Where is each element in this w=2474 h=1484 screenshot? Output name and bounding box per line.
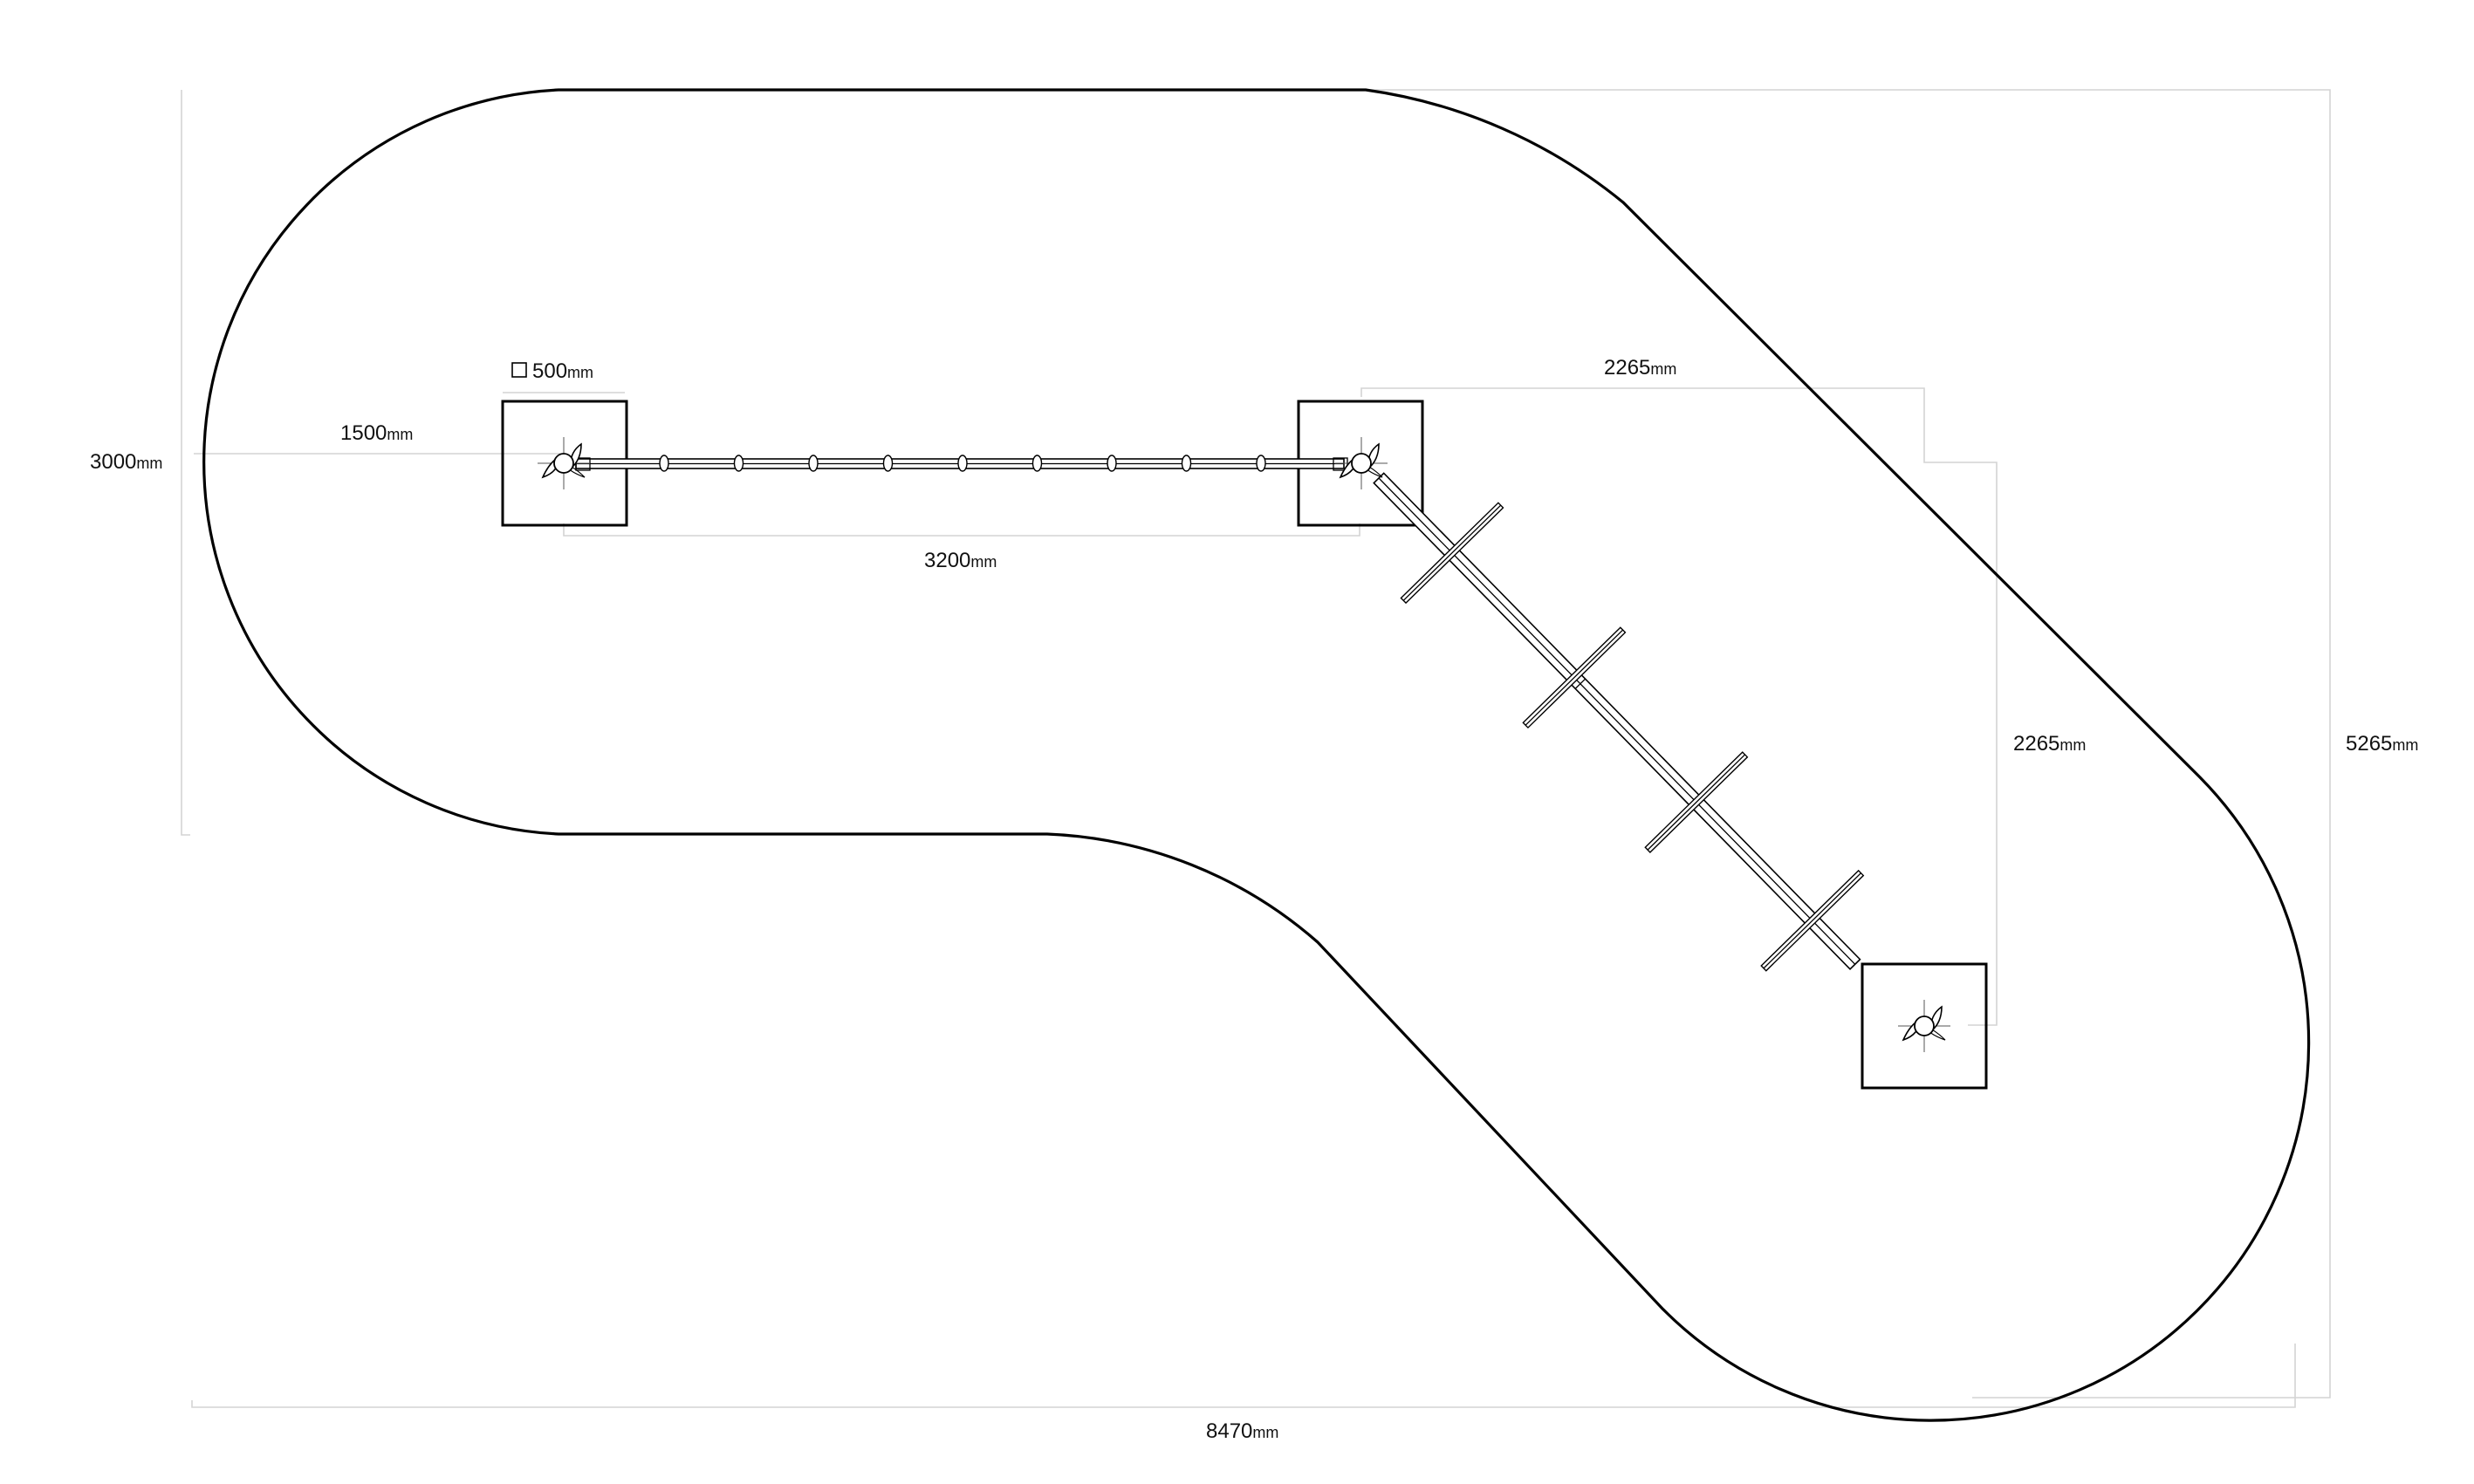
dim-label-left-offset: 1500mm [340,421,413,445]
dim-label-span-diag-horizontal: 2265mm [1604,356,1676,380]
dim-label-span-horizontal: 3200mm [924,549,997,572]
dim-label-total-width: 8470mm [1206,1419,1278,1443]
bridge-plank [1760,869,1865,972]
area-outline [202,88,2311,1422]
dim-line-bottom-width [191,1344,2296,1408]
dimension-labels: 500mm 1500mm 3000mm 3200mm 2265mm 2265mm… [90,356,2418,1443]
dim-line-span-diag [1360,387,1998,1026]
post-square-right [1861,962,1988,1090]
rope-knot [882,455,894,472]
dim-label-square: 500mm [532,359,593,383]
rope-knot [733,455,744,472]
bridge-planks [1400,502,1865,972]
dim-label-span-diag-vertical: 2265mm [2013,732,2086,756]
post-symbols [538,437,1950,1052]
dim-line-span-horizontal [563,523,1360,537]
bridge-plank [1644,751,1749,853]
horizontal-rope-bridge [575,455,1348,472]
dim-line-left-height [181,90,190,836]
rope-knot [1256,455,1266,472]
dim-line-top-right [1366,89,2331,1399]
rope-knot [1107,455,1117,472]
rope-knot [1181,455,1192,472]
dim-label-total-height: 5265mm [2346,732,2418,756]
rope-knot [808,455,819,472]
post-symbol [1335,437,1388,489]
post-symbol [538,437,590,489]
rope-knot [957,455,968,472]
rope-knots [659,455,1266,472]
rope-knot [1031,455,1043,472]
post-symbol [1898,1000,1950,1052]
square-size-icon [511,362,527,378]
rope-knot [659,455,669,472]
dimension-lines [181,89,2331,1408]
bridge-plank [1400,502,1504,605]
diagonal-plank-bridge [1373,472,1865,972]
bridge-plank [1522,626,1627,729]
dim-label-left-height: 3000mm [90,450,162,474]
